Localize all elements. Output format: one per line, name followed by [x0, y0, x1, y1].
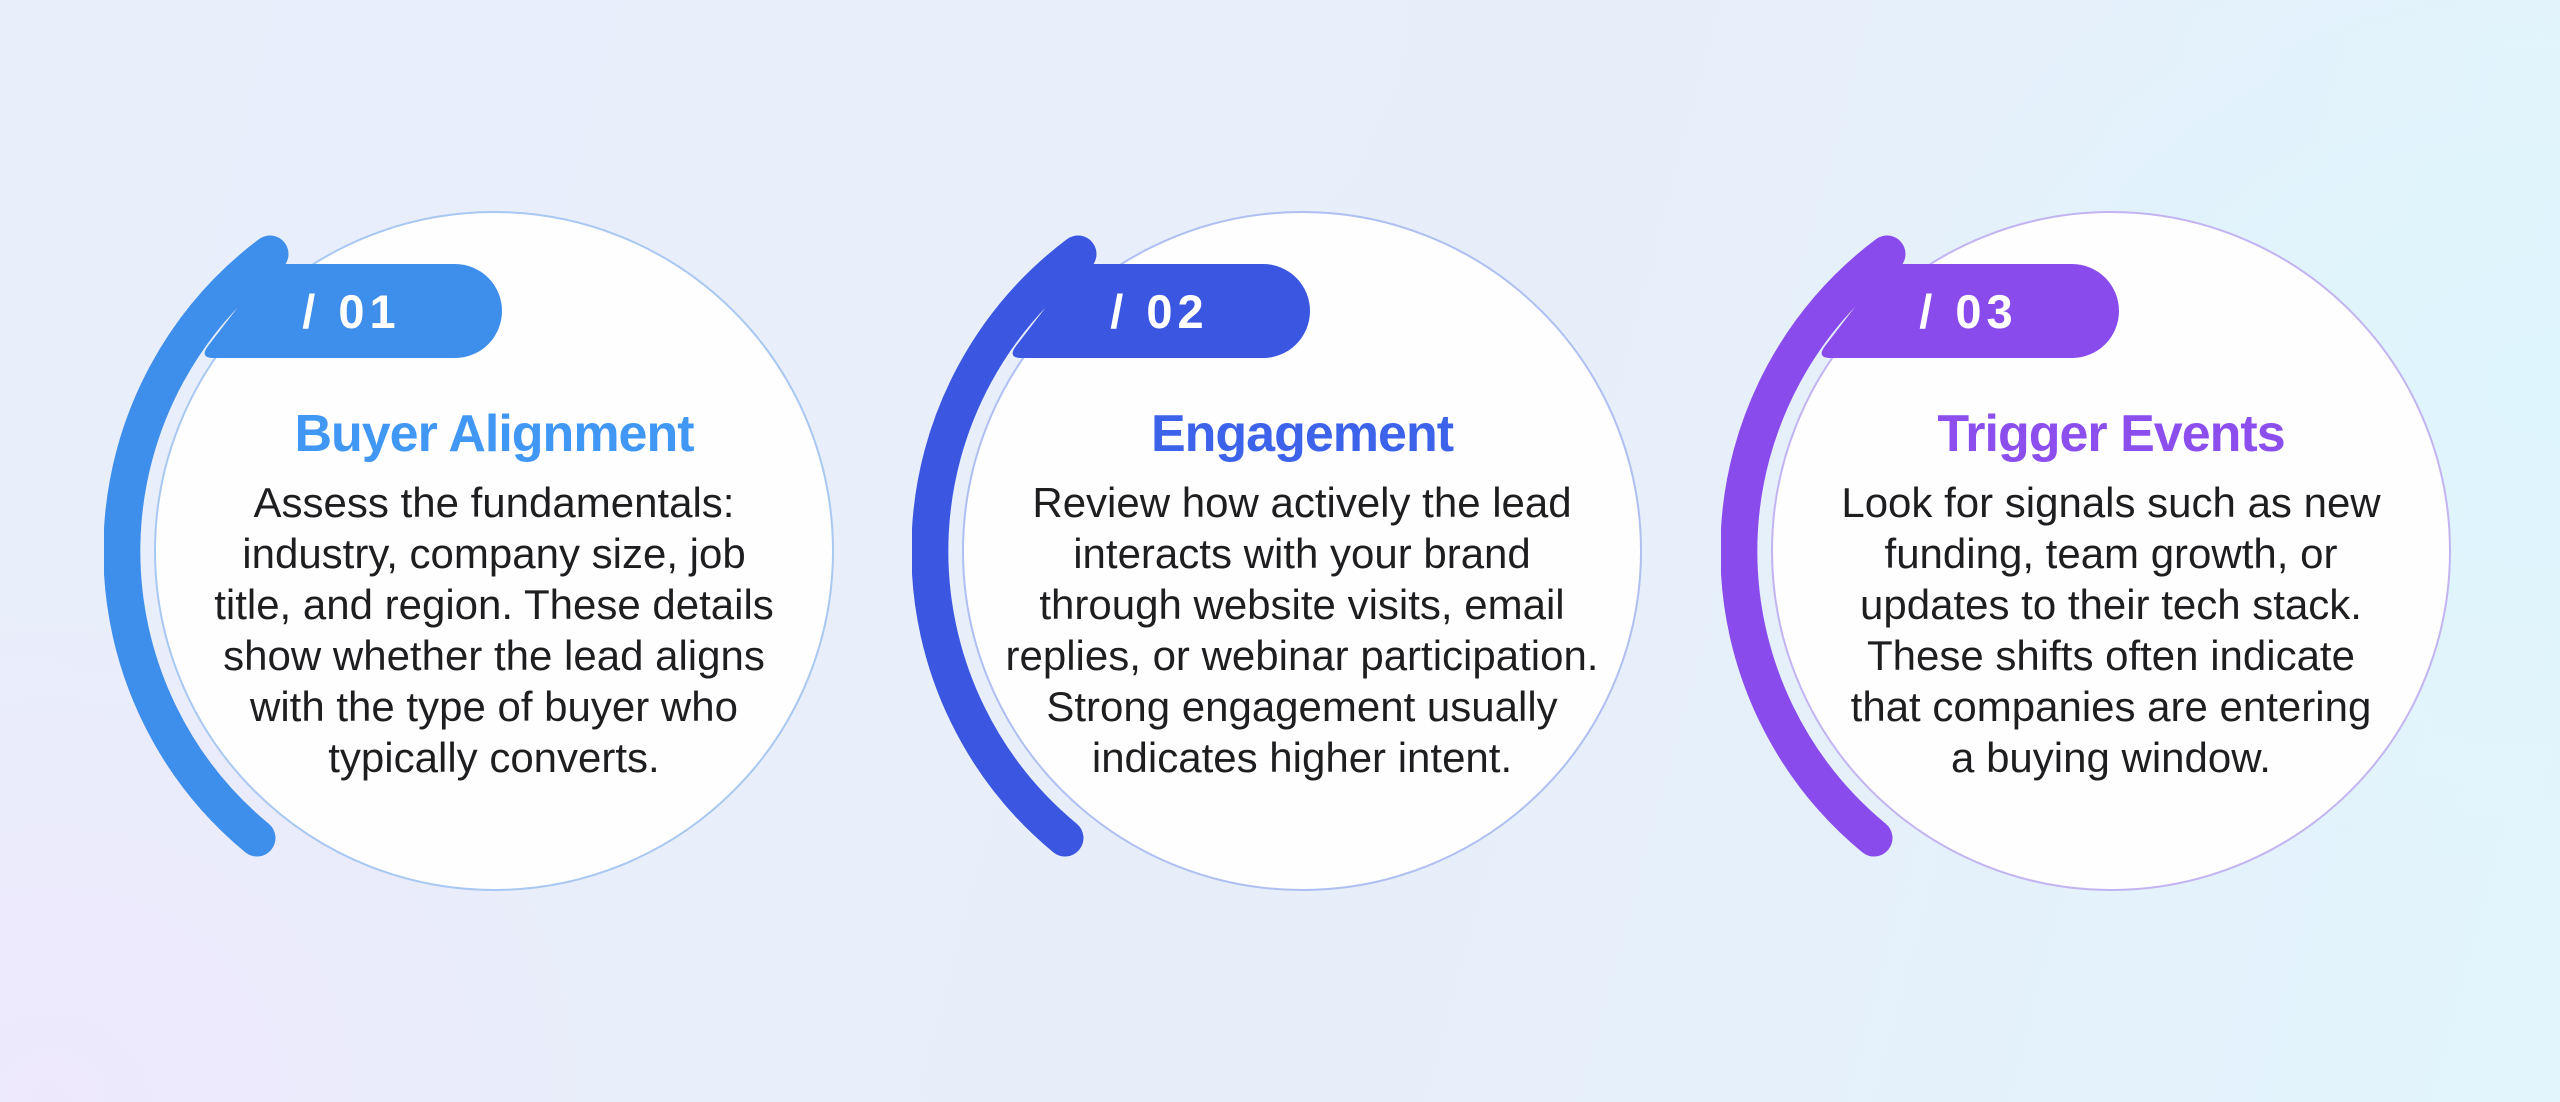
step-card-1-graphic [104, 211, 834, 891]
step-card-3: / 03 Trigger Events Look for signals suc… [1721, 161, 2501, 941]
step-card-1: / 01 Buyer Alignment Assess the fundamen… [104, 161, 884, 941]
step-title: Buyer Alignment [294, 405, 694, 463]
progress-arc [104, 235, 289, 857]
step-number: / 01 [302, 284, 401, 338]
step-title: Engagement [1150, 405, 1454, 463]
step-number: / 02 [1110, 284, 1209, 338]
step-card-2: / 02 Engagement Review how actively the … [912, 161, 1692, 941]
step-card-2-graphic [912, 211, 1642, 891]
card-circle [154, 211, 834, 891]
step-number: / 03 [1919, 284, 2018, 338]
card-circle [1771, 211, 2451, 891]
card-circle [962, 211, 1642, 891]
step-title: Trigger Events [1937, 405, 2285, 463]
step-card-3-graphic [1721, 211, 2451, 891]
number-badge-shape [1821, 264, 2119, 358]
step-description: Assess the fundamentals: industry, compa… [214, 479, 774, 781]
step-description: Look for signals such as new funding, te… [1841, 479, 2381, 781]
number-badge-shape [1012, 264, 1310, 358]
step-description: Review how actively the lead interacts w… [1005, 479, 1599, 781]
progress-arc [1721, 235, 1906, 857]
progress-arc [912, 235, 1097, 857]
number-badge-shape [204, 264, 502, 358]
